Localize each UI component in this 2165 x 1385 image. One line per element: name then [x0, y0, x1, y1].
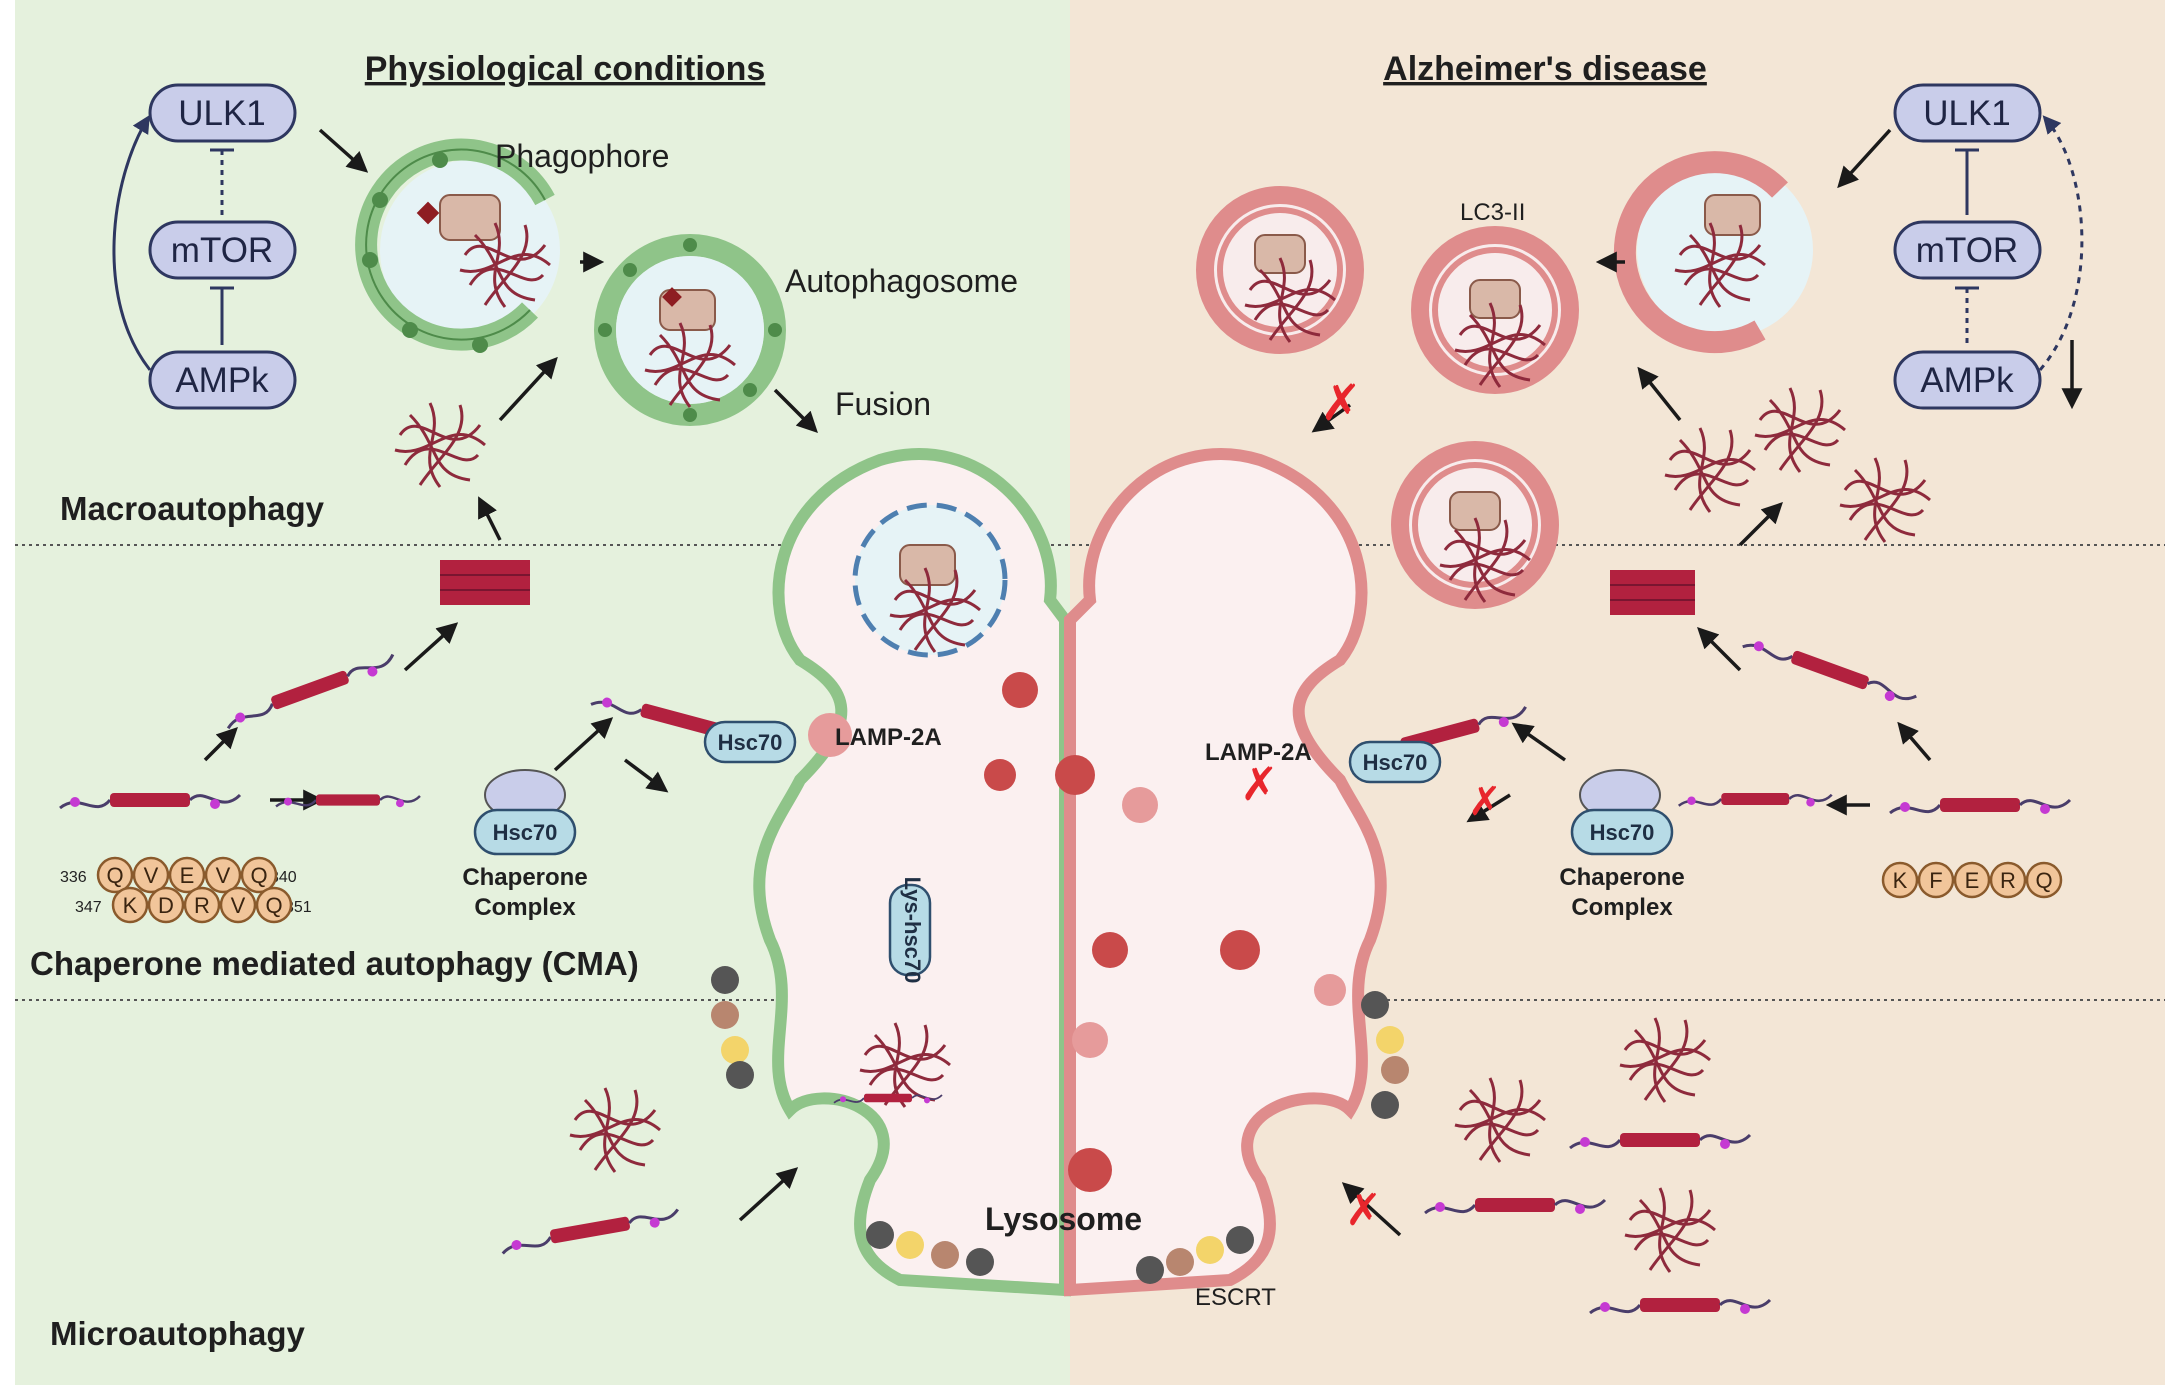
phagophore	[355, 138, 560, 353]
left-row1-letter-0: Q	[106, 863, 123, 888]
right-signaling: ULK1 mTOR AMPk	[1893, 83, 2084, 410]
left-row1-bead-1	[132, 856, 170, 894]
micro-blocked-cross: ✗	[1345, 1185, 1382, 1236]
escrt-label: ESCRT	[1195, 1284, 1276, 1311]
right-row-bead-2	[1953, 861, 1991, 899]
left-signaling: ULK1 mTOR AMPk	[112, 83, 297, 410]
left-row1-letter-1: V	[144, 863, 159, 888]
fibril-stack-left	[440, 560, 530, 605]
left-row1-bead-3	[204, 856, 242, 894]
hsc70-pill-lysosome-left	[703, 720, 797, 764]
ampk-label-left: AMPk	[175, 361, 269, 400]
autophagosome	[594, 234, 786, 426]
lys-hsc70-pill	[888, 883, 932, 977]
hsc70-pill-lysosome-right	[1348, 740, 1442, 784]
blocked-fusion-cross: ✗	[1320, 374, 1362, 432]
left-row1-bead-4	[240, 856, 278, 894]
left-row2-letter-4: Q	[265, 893, 282, 918]
mtor-label-left: mTOR	[171, 231, 273, 270]
ampk-label-right: AMPk	[1920, 361, 2014, 400]
right-row-bead-4	[2025, 861, 2063, 899]
hsc70-text-lysosome-left: Hsc70	[718, 730, 783, 755]
left-row1-letter-4: Q	[250, 863, 267, 888]
left-row2-letter-2: R	[194, 893, 210, 918]
right-row-letter-3: R	[2000, 868, 2016, 893]
macroautophagy-label: Macroautophagy	[60, 490, 325, 527]
ampk-box-left	[148, 350, 297, 410]
right-row-bead-0	[1881, 861, 1919, 899]
fusion-label: Fusion	[835, 386, 931, 422]
chaperone-left-2: Complex	[474, 894, 576, 921]
cma-label: Chaperone mediated autophagy (CMA)	[30, 945, 639, 982]
ulk1-label-left: ULK1	[178, 94, 266, 133]
right-row-letter-0: K	[1893, 868, 1908, 893]
lc3-label: LC3-II	[1460, 199, 1525, 226]
physiological-title: Physiological conditions	[365, 50, 766, 88]
right-row-letter-2: E	[1965, 868, 1980, 893]
lys-hsc70-text: Lys-hsc70	[900, 877, 925, 984]
mtor-box-left	[148, 220, 297, 280]
chaperone-right-2: Complex	[1571, 894, 1673, 921]
res-336: 336	[60, 869, 87, 886]
left-row2-bead-1	[147, 886, 185, 924]
hsc70-pill-left	[473, 808, 577, 856]
chaperone-left-1: Chaperone	[462, 864, 587, 891]
ulk1-label-right: ULK1	[1923, 94, 2011, 133]
right-row-bead-3	[1989, 861, 2027, 899]
left-row1-bead-0	[96, 856, 134, 894]
lamp2a-blocked-cross: ✗	[1240, 757, 1279, 811]
ulk1-box-left	[148, 83, 297, 143]
left-row2-bead-3	[219, 886, 257, 924]
alzheimer-title: Alzheimer's disease	[1383, 50, 1707, 88]
left-row1-bead-2	[168, 856, 206, 894]
lamp2a-label-left: LAMP-2A	[835, 724, 942, 751]
left-row2-letter-0: K	[123, 893, 138, 918]
left-row1-letter-2: E	[180, 863, 195, 888]
autophagosome-label: Autophagosome	[785, 263, 1018, 299]
lysosome	[753, 448, 1387, 1297]
left-row1-letter-3: V	[216, 863, 231, 888]
lysosome-label: Lysosome	[985, 1201, 1142, 1237]
mtor-label-right: mTOR	[1916, 231, 2018, 270]
fibril-stack-right	[1610, 570, 1695, 615]
microautophagy-label: Microautophagy	[50, 1315, 305, 1352]
right-row-letter-1: F	[1929, 868, 1942, 893]
hsc70-text-right: Hsc70	[1590, 820, 1655, 845]
res-347: 347	[75, 899, 102, 916]
right-row-letter-4: Q	[2035, 868, 2052, 893]
cma-blocked-cross: ✗	[1468, 779, 1502, 825]
left-row2-bead-2	[183, 886, 221, 924]
hsc70-text-left: Hsc70	[493, 820, 558, 845]
hsc70-pill-right	[1570, 808, 1674, 856]
mtor-box-right	[1893, 220, 2042, 280]
hsc70-text-lysosome-right: Hsc70	[1363, 750, 1428, 775]
left-row2-bead-0	[111, 886, 149, 924]
left-row2-letter-1: D	[158, 893, 174, 918]
ulk1-box-right	[1893, 83, 2042, 143]
lamp2a-label-right: LAMP-2A	[1205, 739, 1312, 766]
phagophore-label: Phagophore	[495, 138, 669, 174]
chaperone-right-1: Chaperone	[1559, 864, 1684, 891]
left-row2-letter-3: V	[231, 893, 246, 918]
left-row2-bead-4	[255, 886, 293, 924]
ampk-box-right	[1893, 350, 2042, 410]
ad-autophagosomes	[1196, 151, 1813, 609]
right-row-bead-1	[1917, 861, 1955, 899]
